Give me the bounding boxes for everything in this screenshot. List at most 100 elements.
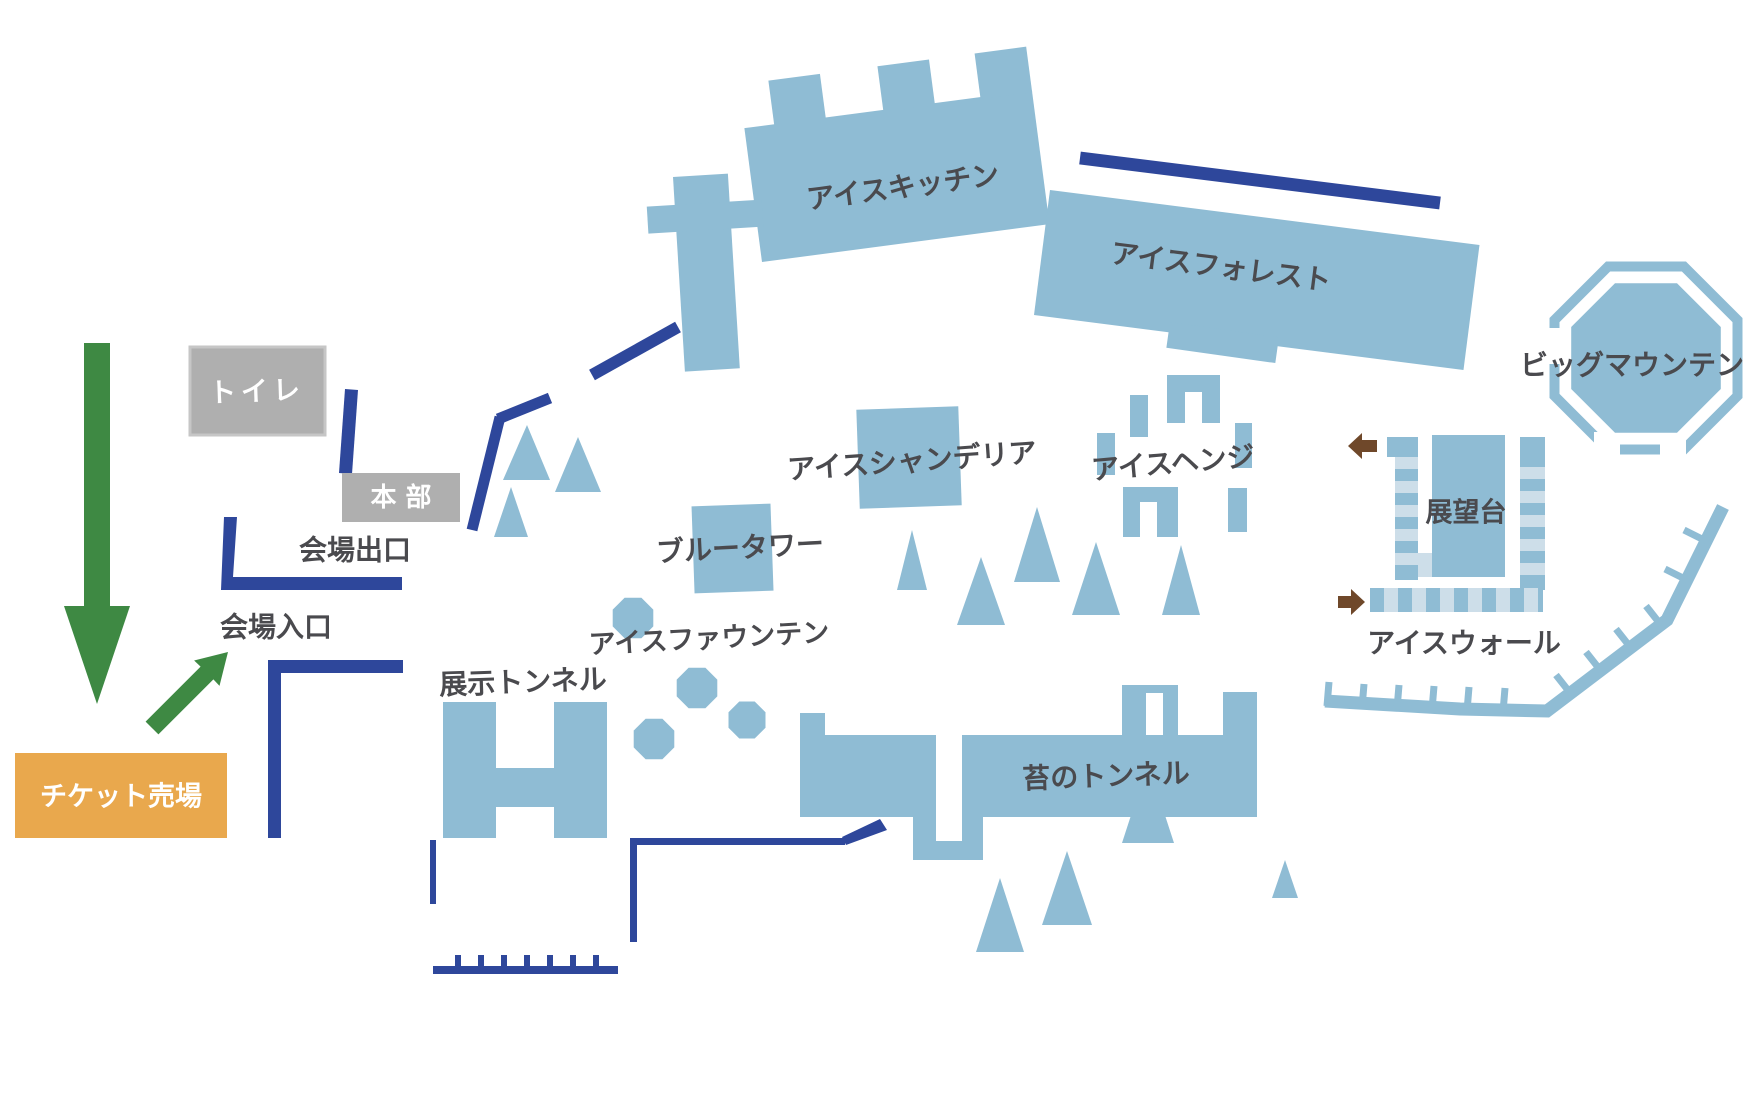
venue-entrance-label: 会場入口 — [220, 611, 332, 644]
blue-tower-label: ブルータワー — [655, 527, 825, 569]
ice-wall-label: アイスウォール — [1367, 627, 1561, 660]
henge-lintel-top — [1166, 322, 1279, 364]
moss-tunnel-label: 苔のトンネル — [1022, 757, 1191, 796]
walking-paths — [221, 151, 1441, 974]
comb-tooth — [455, 955, 461, 967]
path-dash-2 — [495, 392, 553, 425]
path-dash-3 — [589, 321, 681, 381]
observatory-label: 展望台 — [1426, 497, 1507, 529]
ice-tree — [897, 530, 927, 590]
headquarters-box — [342, 473, 460, 522]
ice-wall-teeth — [1323, 526, 1708, 713]
henge-stone — [1228, 488, 1247, 532]
big-mountain-core — [1571, 283, 1721, 433]
path-north-long-line — [1079, 151, 1441, 210]
big-mountain-label: ビッグマウンテン — [1520, 349, 1744, 382]
blue-tower-structure — [691, 503, 774, 594]
headquarters-label: 本 部 — [370, 483, 431, 513]
henge-gate-lower-slot — [1140, 502, 1157, 537]
path-entrance-side — [268, 660, 281, 838]
ticket-office-label: チケット売場 — [40, 782, 202, 813]
exhibit-tunnel-label: 展示トンネル — [439, 663, 608, 702]
moss-tunnel-gate-slot — [1146, 693, 1163, 735]
big-mountain-structure — [1542, 261, 1743, 458]
obs-top-left-block — [1387, 437, 1418, 457]
ice-kitchen-cross — [646, 173, 764, 372]
obs-center-block — [1432, 435, 1505, 577]
venue-exit-label: 会場出口 — [299, 534, 411, 567]
path-south-comb — [433, 955, 618, 974]
ticket-office-box — [15, 753, 227, 838]
castle-merlon — [768, 73, 826, 127]
ice-wall-structure — [1323, 504, 1729, 718]
ice-tree — [1272, 860, 1298, 898]
entry-arrow-diagonal — [145, 652, 228, 735]
henge-stone — [1097, 433, 1115, 475]
ring-gap-south-right — [1660, 430, 1686, 458]
comb-bar — [433, 966, 618, 974]
exhibit-tunnel-right — [554, 702, 607, 838]
path-entrance-top — [268, 660, 403, 673]
entry-arrow-down-shaft — [84, 343, 110, 609]
path-center-diagonal — [842, 819, 887, 845]
fountain-octagon — [676, 667, 718, 709]
cross-horizontal — [646, 199, 764, 234]
fountain-octagon — [612, 597, 654, 639]
henge-stone — [1235, 423, 1252, 468]
path-exit-corner — [221, 517, 402, 590]
ice-tree — [1014, 507, 1060, 582]
ice-forest-structure — [1033, 190, 1480, 370]
henge-stone — [1130, 395, 1148, 437]
comb-tooth — [593, 955, 599, 967]
down-route-arrow-icon — [1338, 589, 1365, 615]
ring-gap-south-left — [1594, 432, 1620, 458]
ice-tree — [1042, 851, 1092, 925]
ice-tree — [957, 557, 1005, 625]
path-thin-vertical — [430, 840, 436, 904]
observatory-structure — [1338, 433, 1545, 615]
up-route-arrow-icon — [1348, 433, 1377, 459]
ice-tree — [1072, 542, 1120, 615]
ice-fountain-structure — [612, 597, 766, 760]
ice-tree — [494, 487, 528, 537]
obs-step — [1418, 553, 1432, 577]
ice-chandelier-structure — [856, 406, 962, 509]
obs-bottom-bar — [1370, 588, 1543, 612]
ice-tree — [555, 437, 601, 492]
entry-arrow-down-head — [64, 606, 130, 704]
comb-tooth — [547, 955, 553, 967]
moss-tunnel-end-block — [1223, 692, 1257, 817]
castle-merlon — [877, 59, 935, 112]
obs-left-column-stripes — [1395, 457, 1418, 565]
moss-tunnel-tab — [800, 713, 825, 735]
castle-body — [744, 90, 1050, 262]
moss-tunnel-structure — [800, 685, 1257, 860]
ice-trees — [494, 425, 1298, 952]
fountain-octagon — [633, 718, 675, 760]
obs-bottom-bar-stripes — [1384, 588, 1538, 612]
ice-kitchen-structure — [744, 46, 1050, 262]
toilet-box — [188, 345, 327, 437]
ice-tree — [976, 878, 1024, 952]
obs-right-column-stripes — [1520, 467, 1545, 575]
ring-gap-west — [1542, 328, 1566, 364]
comb-tooth — [570, 955, 576, 967]
path-center-vertical — [630, 841, 637, 942]
path-dash-1 — [466, 415, 506, 532]
ice-henge-structure — [1097, 322, 1279, 537]
ice-tree — [1162, 545, 1200, 615]
path-center-horizontal — [630, 838, 845, 845]
moss-tunnel-slot — [936, 730, 962, 841]
ice-forest-rect — [1033, 190, 1480, 370]
comb-tooth — [501, 955, 507, 967]
toilet-label: トイレ — [208, 375, 305, 409]
castle-merlon — [974, 46, 1033, 100]
exhibit-tunnel-left — [443, 702, 496, 838]
exhibit-tunnel-structure — [443, 702, 607, 838]
exhibit-tunnel-bridge — [494, 768, 556, 807]
comb-tooth — [478, 955, 484, 967]
moss-tunnel-bar — [800, 735, 1223, 817]
henge-gate-upper-slot — [1185, 392, 1202, 423]
